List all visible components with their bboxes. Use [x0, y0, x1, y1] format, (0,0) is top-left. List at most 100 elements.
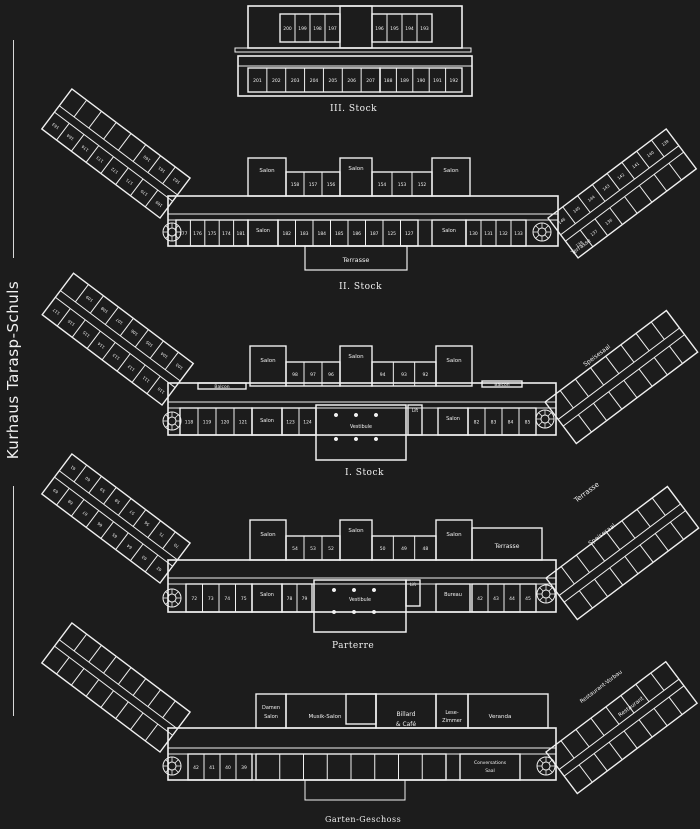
- stock1-balcon-right: [481, 380, 523, 388]
- wing-corridor: [58, 470, 178, 561]
- room-salon: Salon: [260, 592, 274, 598]
- room-number: 181: [237, 231, 246, 237]
- partition: [653, 357, 668, 376]
- partition: [130, 543, 144, 562]
- room-number: 115: [81, 330, 90, 339]
- room-number: 48: [422, 546, 428, 552]
- partition: [620, 695, 635, 714]
- room-salon: Salon: [446, 358, 462, 364]
- partition: [70, 668, 85, 686]
- partition: [119, 318, 134, 337]
- partition: [608, 391, 623, 410]
- stair-step: [538, 421, 543, 426]
- room-salon: Salon: [348, 528, 364, 534]
- room-number: 203: [291, 78, 300, 84]
- room-number: 201: [253, 78, 262, 84]
- room-number: 75: [241, 596, 247, 602]
- partition: [605, 355, 620, 375]
- room-number: 68: [66, 498, 73, 505]
- room-number: 42: [193, 765, 199, 771]
- partition: [621, 162, 635, 180]
- partition: [103, 656, 117, 674]
- column: [333, 412, 339, 418]
- room-number: 153: [398, 182, 407, 188]
- room-number: 117: [51, 307, 60, 316]
- wing-corridor: [58, 105, 178, 196]
- room-number: 205: [329, 78, 338, 84]
- stock1-center-rooms: [371, 361, 437, 387]
- room-terrasse: Terrasse: [494, 543, 520, 550]
- room-number: 174: [80, 144, 89, 153]
- room-number: 69: [52, 487, 59, 494]
- stair-step: [547, 412, 552, 417]
- garten-center-hall: [345, 693, 377, 725]
- partition: [85, 679, 100, 697]
- wing-corridor: [560, 145, 680, 236]
- partition: [104, 306, 119, 325]
- garten-damen-salon: [255, 693, 287, 729]
- stair-step: [165, 225, 170, 230]
- garten-right-wing: [545, 660, 699, 795]
- stock2-center-rooms: [371, 171, 433, 197]
- partition: [560, 566, 575, 585]
- room-conversation: Conversations: [474, 760, 507, 766]
- partition: [147, 689, 161, 707]
- room-number: 152: [418, 182, 427, 188]
- room-vestibule: Vestibule: [350, 424, 372, 430]
- room-balcon: Balcon: [214, 384, 229, 390]
- column: [373, 412, 379, 418]
- room-number: 78: [287, 596, 293, 602]
- column: [371, 609, 377, 615]
- partition: [146, 375, 161, 395]
- room-number: 109: [84, 294, 93, 303]
- room-number: 54: [292, 546, 298, 552]
- room-number: 96: [328, 372, 334, 378]
- column: [351, 609, 357, 615]
- room-salon: Salon: [348, 166, 364, 172]
- room-number: 113: [111, 352, 120, 361]
- room-number: 198: [313, 26, 322, 32]
- partition: [635, 333, 650, 352]
- partition: [562, 206, 576, 224]
- room-number: 65: [111, 532, 118, 539]
- room-salon: Salon: [348, 354, 364, 360]
- floor-label-stock1: I. Stock: [345, 468, 384, 478]
- partition: [668, 345, 683, 364]
- partition: [653, 174, 668, 192]
- stair-step: [548, 587, 553, 592]
- wing-corridor: [563, 685, 685, 777]
- room-number: 161: [157, 165, 166, 174]
- room-salon: Salon: [260, 532, 276, 538]
- room-lift: Lift: [412, 408, 419, 413]
- partition: [591, 184, 606, 202]
- partition: [162, 531, 176, 550]
- partition: [56, 656, 70, 675]
- wing-corridor: [54, 476, 173, 567]
- room-number: 110: [156, 386, 165, 395]
- column: [353, 436, 359, 442]
- parterre-center-rooms: [285, 535, 341, 561]
- stair-step: [548, 759, 553, 764]
- partition: [116, 353, 131, 372]
- garten-forecourt: [304, 779, 406, 801]
- room-salon: Salon: [446, 532, 462, 538]
- stair-step: [165, 423, 170, 428]
- column: [333, 436, 339, 442]
- stock1-salon-center: [339, 345, 373, 387]
- partition: [100, 156, 114, 174]
- stair-step: [174, 225, 179, 230]
- room-number: 169: [154, 199, 163, 208]
- room-number: 144: [587, 194, 596, 203]
- room-salon: Salon: [260, 358, 276, 364]
- partition: [117, 498, 132, 516]
- parterre-terrasse: [471, 527, 543, 561]
- room-number: 137: [589, 228, 598, 237]
- partition: [144, 554, 159, 573]
- room-number: 98: [292, 372, 298, 378]
- partition: [164, 351, 179, 370]
- room-number: 44: [509, 596, 515, 602]
- stock1-center-rooms: [285, 361, 341, 387]
- stair-step: [165, 234, 170, 239]
